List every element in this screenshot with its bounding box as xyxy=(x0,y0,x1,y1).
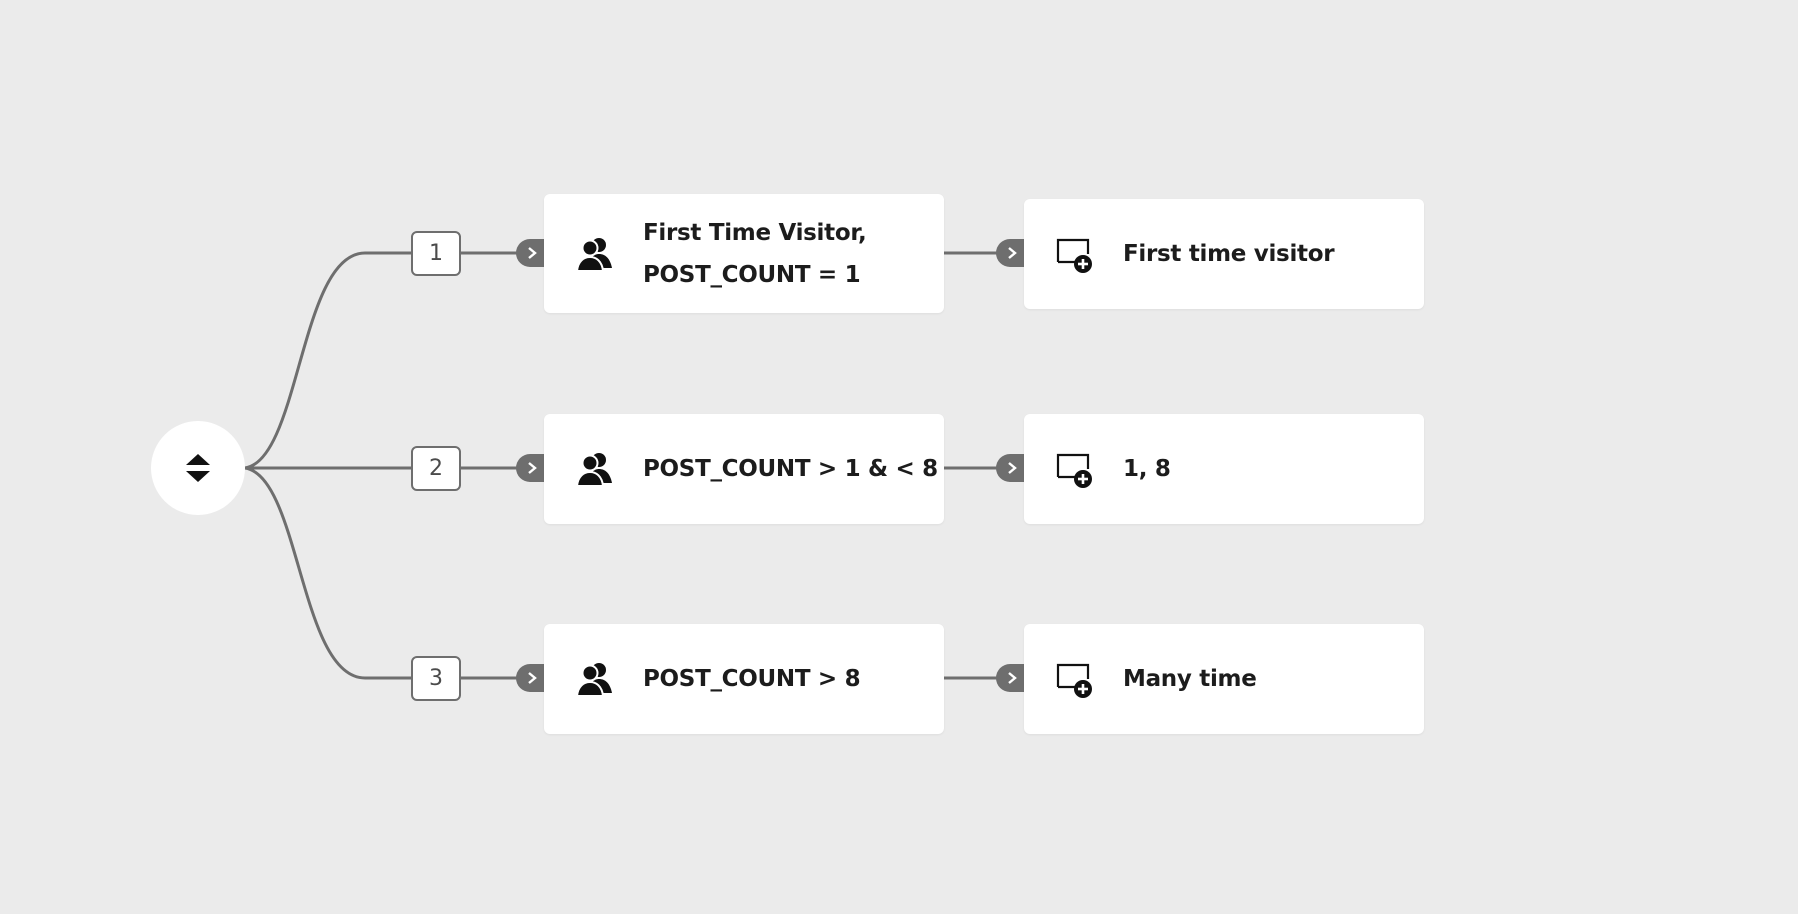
condition-card-path-3[interactable]: POST_COUNT > 8 xyxy=(544,624,944,734)
condition-card-path-2[interactable]: POST_COUNT > 1 & < 8 xyxy=(544,414,944,524)
action-card-path-2[interactable]: 1, 8 xyxy=(1024,414,1424,524)
audience-icon xyxy=(574,449,614,489)
split-node[interactable] xyxy=(151,421,245,515)
action-card-path-3[interactable]: Many time xyxy=(1024,624,1424,734)
condition-port[interactable] xyxy=(516,664,544,692)
split-sort-icon xyxy=(186,454,210,482)
action-port[interactable] xyxy=(996,454,1024,482)
condition-port[interactable] xyxy=(516,454,544,482)
connector-root-to-path-3 xyxy=(244,466,411,680)
condition-port[interactable] xyxy=(516,239,544,267)
condition-label: POST_COUNT > 8 xyxy=(643,666,861,692)
action-label: Many time xyxy=(1123,666,1257,692)
action-card-path-1[interactable]: First time visitor xyxy=(1024,199,1424,309)
audience-icon xyxy=(574,659,614,699)
add-offer-icon xyxy=(1054,449,1094,489)
add-offer-icon xyxy=(1054,234,1094,274)
path-number-badge: 1 xyxy=(411,231,461,276)
chevron-right-icon xyxy=(1008,462,1017,474)
path-number-badge: 2 xyxy=(411,446,461,491)
chevron-right-icon xyxy=(528,462,537,474)
condition-label: First Time Visitor, POST_COUNT = 1 xyxy=(643,219,867,288)
action-port[interactable] xyxy=(996,239,1024,267)
action-label: 1, 8 xyxy=(1123,456,1171,482)
condition-card-path-1[interactable]: First Time Visitor, POST_COUNT = 1 xyxy=(544,194,944,313)
connector-root-to-path-1 xyxy=(244,251,411,470)
audience-icon xyxy=(574,234,614,274)
action-label: First time visitor xyxy=(1123,241,1335,267)
chevron-right-icon xyxy=(1008,247,1017,259)
add-offer-icon xyxy=(1054,659,1094,699)
chevron-right-icon xyxy=(528,672,537,684)
action-port[interactable] xyxy=(996,664,1024,692)
chevron-right-icon xyxy=(528,247,537,259)
condition-label: POST_COUNT > 1 & < 8 xyxy=(643,456,938,482)
path-number-badge: 3 xyxy=(411,656,461,701)
chevron-right-icon xyxy=(1008,672,1017,684)
